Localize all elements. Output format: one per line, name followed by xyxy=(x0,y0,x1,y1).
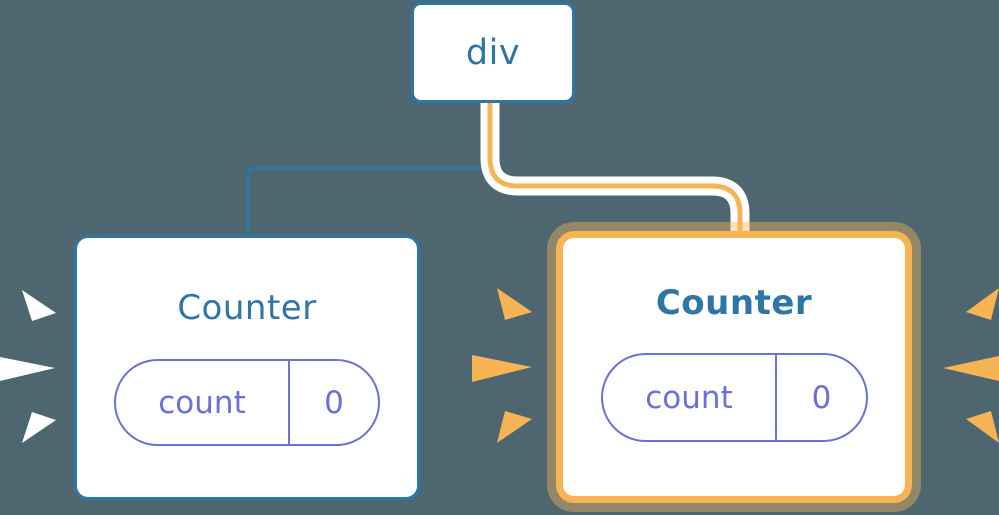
node-div-label: div xyxy=(465,32,521,73)
ray-group-left-white xyxy=(0,290,56,443)
ray-icon xyxy=(497,288,532,320)
state-key-left: count xyxy=(116,361,290,444)
state-pill-left[interactable]: count 0 xyxy=(114,359,380,446)
ray-icon xyxy=(22,290,56,321)
ray-group-right-node-right-orange xyxy=(943,288,999,443)
ray-icon xyxy=(472,355,532,382)
ray-icon xyxy=(966,411,999,443)
state-value-left: 0 xyxy=(324,384,344,421)
edge-div-to-counter-left xyxy=(246,103,495,235)
ray-icon xyxy=(966,288,999,320)
node-counter-left-label: Counter xyxy=(177,288,317,328)
ray-group-right-node-left-orange xyxy=(472,288,532,443)
edge-div-to-counter-right xyxy=(487,103,743,240)
ray-icon xyxy=(0,357,55,381)
state-key-right: count xyxy=(603,355,777,440)
state-value-right: 0 xyxy=(811,379,832,416)
ray-icon xyxy=(943,356,999,381)
ray-icon xyxy=(22,412,56,443)
node-div[interactable]: div xyxy=(411,2,575,103)
edge-div-to-counter-right-casing xyxy=(480,103,750,240)
ray-icon xyxy=(497,411,532,443)
state-pill-right[interactable]: count 0 xyxy=(601,353,868,442)
node-counter-right-label: Counter xyxy=(655,283,813,323)
